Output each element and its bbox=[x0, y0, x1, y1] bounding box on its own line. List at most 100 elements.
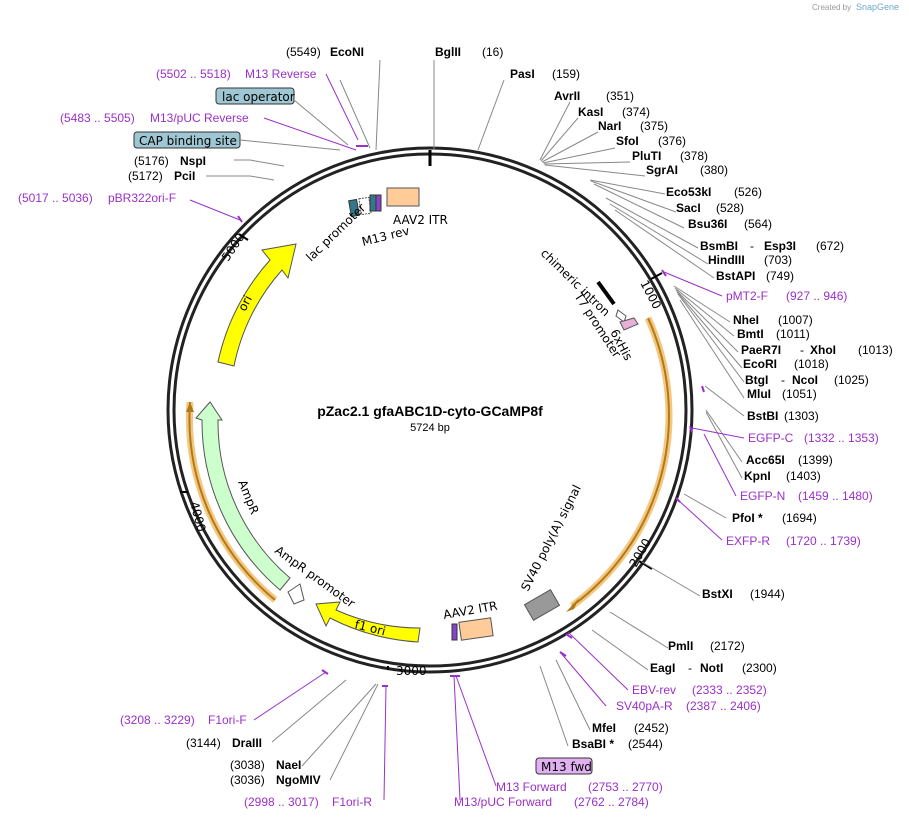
primer-name: F1ori-F bbox=[208, 713, 247, 727]
svg-text:-: - bbox=[800, 343, 804, 357]
site-name: NspI bbox=[180, 154, 206, 168]
primer-name: EXFP-R bbox=[726, 534, 770, 548]
site-pos: (3036) bbox=[230, 773, 265, 787]
site-name: PfoI * bbox=[732, 511, 763, 525]
site-name: MfeI bbox=[592, 721, 616, 735]
sixhis-feature bbox=[619, 317, 639, 331]
cds-arrow-right bbox=[571, 317, 670, 607]
site-pos: (5549) bbox=[286, 45, 321, 59]
site-pos: (526) bbox=[734, 185, 762, 199]
ampr-arrowhead-left bbox=[186, 402, 194, 412]
primer-name: M13 Forward bbox=[496, 780, 567, 794]
primer-range: (3208 .. 3229) bbox=[120, 713, 195, 727]
site-pos: (564) bbox=[744, 217, 772, 231]
backbone-outer-ring bbox=[166, 146, 694, 674]
site-name: PasI bbox=[510, 67, 535, 81]
chimeric-intron-feature bbox=[596, 280, 616, 306]
primer-name: M13/pUC Reverse bbox=[150, 111, 249, 125]
aav2-itr-bottom-feature bbox=[458, 617, 494, 641]
site-name: Acc65I bbox=[746, 453, 785, 467]
site-pos: (5176) bbox=[134, 154, 169, 168]
sv40-feature bbox=[523, 589, 561, 621]
primer-range: (2333 .. 2352) bbox=[692, 683, 767, 697]
primer-range: (5017 .. 5036) bbox=[18, 191, 93, 205]
primer-range: (2753 .. 2770) bbox=[588, 780, 663, 794]
site-pos: (3144) bbox=[186, 736, 221, 750]
primer-range: (2387 .. 2406) bbox=[686, 699, 761, 713]
site-pos: (1011) bbox=[776, 327, 810, 341]
site-name: BstAPI bbox=[716, 269, 755, 283]
m13fwd-box bbox=[535, 757, 593, 775]
tick-marks bbox=[180, 233, 663, 670]
aav2-itr-top-feature bbox=[386, 187, 420, 207]
cds-arrowhead-right bbox=[566, 598, 579, 612]
site-name: KasI bbox=[578, 105, 603, 119]
site-pos: (1025) bbox=[834, 373, 869, 387]
site-name: EagI bbox=[650, 661, 675, 675]
site-name: Esp3I bbox=[764, 239, 796, 253]
primer-name: F1ori-R bbox=[332, 795, 372, 809]
site-pos: (1018) bbox=[794, 357, 829, 371]
site-pos: (5172) bbox=[128, 169, 163, 183]
site-pos: (1303) bbox=[784, 409, 819, 423]
site-name: AvrII bbox=[554, 89, 580, 103]
lac-operator-box-label: lac operator bbox=[222, 90, 295, 104]
primer-marks bbox=[237, 145, 705, 687]
site-name: NcoI bbox=[792, 373, 818, 387]
site-name: NgoMIV bbox=[276, 773, 321, 787]
cds-highlight-right bbox=[569, 316, 673, 609]
svg-text:-: - bbox=[688, 661, 692, 675]
site-pos: (1694) bbox=[782, 511, 817, 525]
chimeric-intron-label: chimeric intron bbox=[538, 246, 613, 319]
site-pos: (374) bbox=[622, 105, 650, 119]
site-pos: (376) bbox=[658, 134, 686, 148]
tick-3000: 3000 bbox=[396, 664, 427, 678]
site-name: BglII bbox=[435, 45, 461, 59]
primer-name: pMT2-F bbox=[726, 289, 768, 303]
primer-name: M13 Reverse bbox=[245, 67, 317, 81]
site-name: EcoNI bbox=[330, 45, 364, 59]
site-pos: (378) bbox=[680, 149, 708, 163]
credit-text: Created by bbox=[812, 3, 851, 12]
primer-labels: (5502 .. 5518) M13 Reverse (5483 .. 5505… bbox=[18, 67, 879, 809]
ampr-feature bbox=[195, 401, 291, 591]
site-pos: (16) bbox=[482, 45, 503, 59]
site-pos: (375) bbox=[640, 119, 668, 133]
lac-operator-mark bbox=[369, 194, 377, 212]
site-name: BsmBI bbox=[700, 239, 738, 253]
site-name: PmlI bbox=[668, 639, 693, 653]
site-name: Bsu36I bbox=[688, 217, 727, 231]
m13fwd-site-mark bbox=[451, 623, 458, 641]
primer-name: M13/pUC Forward bbox=[454, 795, 552, 809]
site-name: NaeI bbox=[276, 758, 301, 772]
primer-range: (5502 .. 5518) bbox=[156, 67, 231, 81]
site-pos: (2544) bbox=[628, 737, 663, 751]
site-pos: (159) bbox=[552, 67, 580, 81]
primer-name: EGFP-N bbox=[740, 489, 785, 503]
site-name: PaeR7I bbox=[741, 343, 781, 357]
site-name: HindIII bbox=[708, 253, 745, 267]
site-name: NarI bbox=[598, 119, 621, 133]
site-name: SacI bbox=[676, 201, 701, 215]
m13rev-site-mark bbox=[375, 194, 382, 212]
site-pos: (3038) bbox=[230, 758, 265, 772]
site-pos: (2172) bbox=[710, 639, 745, 653]
site-pos: (672) bbox=[816, 239, 844, 253]
svg-text:-: - bbox=[781, 373, 785, 387]
site-name: SgrAI bbox=[646, 163, 678, 177]
primer-range: (1332 .. 1353) bbox=[804, 431, 879, 445]
primer-range: (1459 .. 1480) bbox=[798, 489, 873, 503]
ampr-label: AmpR bbox=[235, 478, 261, 516]
aav2-itr-top-label: AAV2 ITR bbox=[393, 213, 448, 227]
site-name: BmtI bbox=[737, 327, 764, 341]
plasmid-length: 5724 bp bbox=[410, 422, 450, 434]
site-name: KpnI bbox=[744, 469, 771, 483]
site-pos: (1399) bbox=[798, 453, 833, 467]
primer-range: (5483 .. 5505) bbox=[60, 111, 135, 125]
site-name: BstBI bbox=[747, 409, 778, 423]
site-pos: (703) bbox=[764, 253, 792, 267]
site-pos: (528) bbox=[716, 201, 744, 215]
svg-text:-: - bbox=[750, 239, 754, 253]
m13fwd-box-label: M13 fwd bbox=[541, 760, 592, 774]
